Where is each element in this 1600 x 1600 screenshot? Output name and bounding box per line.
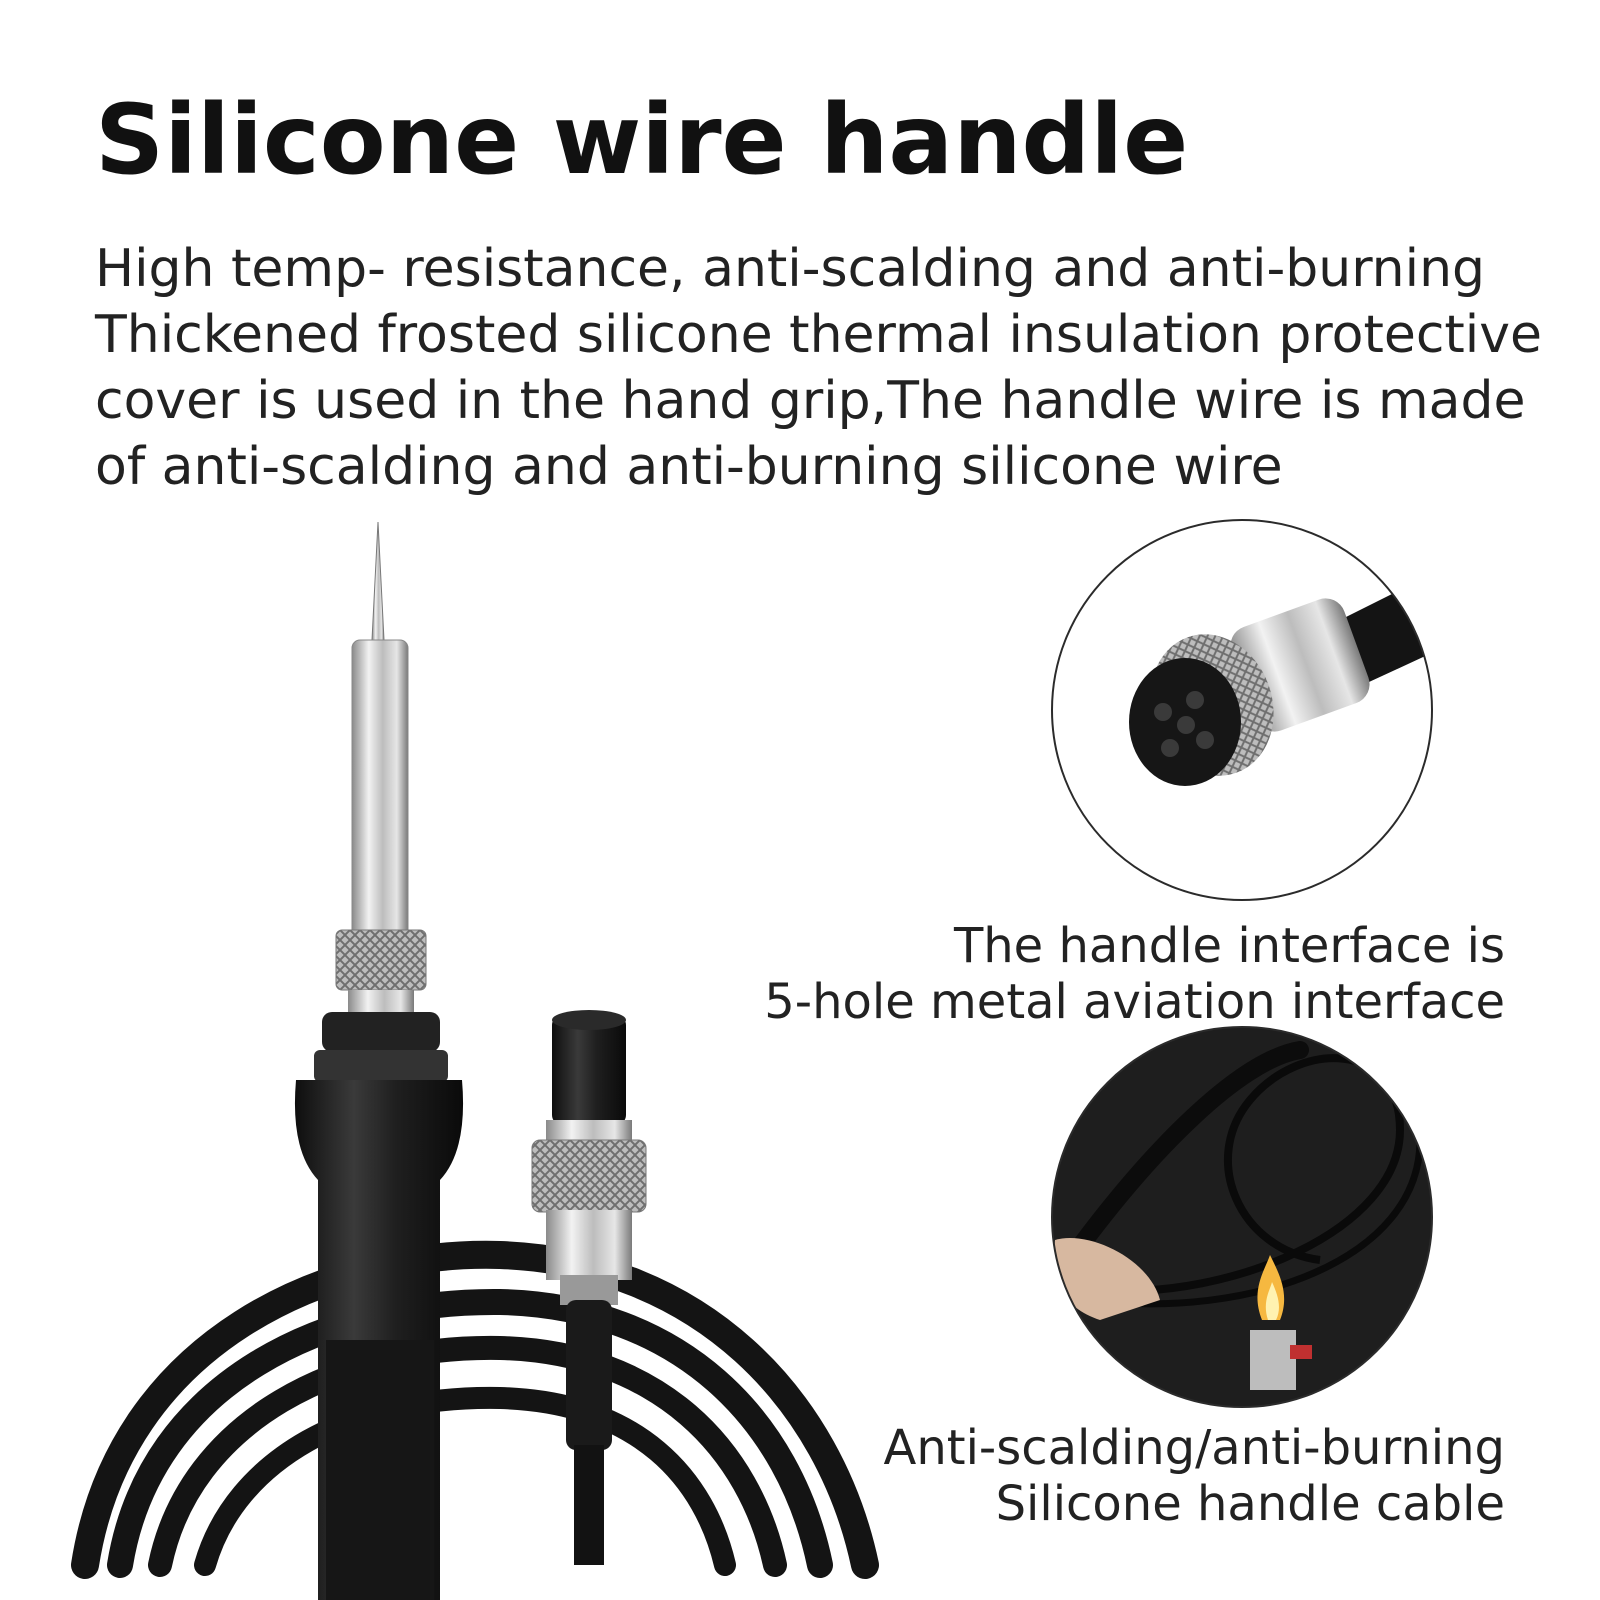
coiled-cable <box>71 1240 879 1579</box>
description-line: Thickened frosted silicone thermal insul… <box>95 305 1543 365</box>
page-title: Silicone wire handle <box>95 84 1189 196</box>
description-line: High temp- resistance, anti-scalding and… <box>95 239 1486 299</box>
callout-line: Silicone handle cable <box>995 1476 1505 1532</box>
flame-test-detail-circle <box>1051 1026 1433 1408</box>
connector-callout: The handle interface is 5-hole metal avi… <box>764 918 1505 1030</box>
product-description: High temp- resistance, anti-scalding and… <box>95 236 1543 500</box>
aviation-connector <box>531 1010 647 1565</box>
callout-line: The handle interface is <box>953 918 1505 974</box>
cable-callout: Anti-scalding/anti-burning Silicone hand… <box>884 1420 1506 1532</box>
callout-line: Anti-scalding/anti-burning <box>883 1420 1506 1476</box>
callout-line: 5-hole metal aviation interface <box>764 974 1505 1030</box>
soldering-iron <box>294 521 464 1600</box>
description-line: of anti-scalding and anti-burning silico… <box>95 437 1283 497</box>
connector-detail-circle <box>1051 519 1433 901</box>
description-line: cover is used in the hand grip,The handl… <box>95 371 1526 431</box>
